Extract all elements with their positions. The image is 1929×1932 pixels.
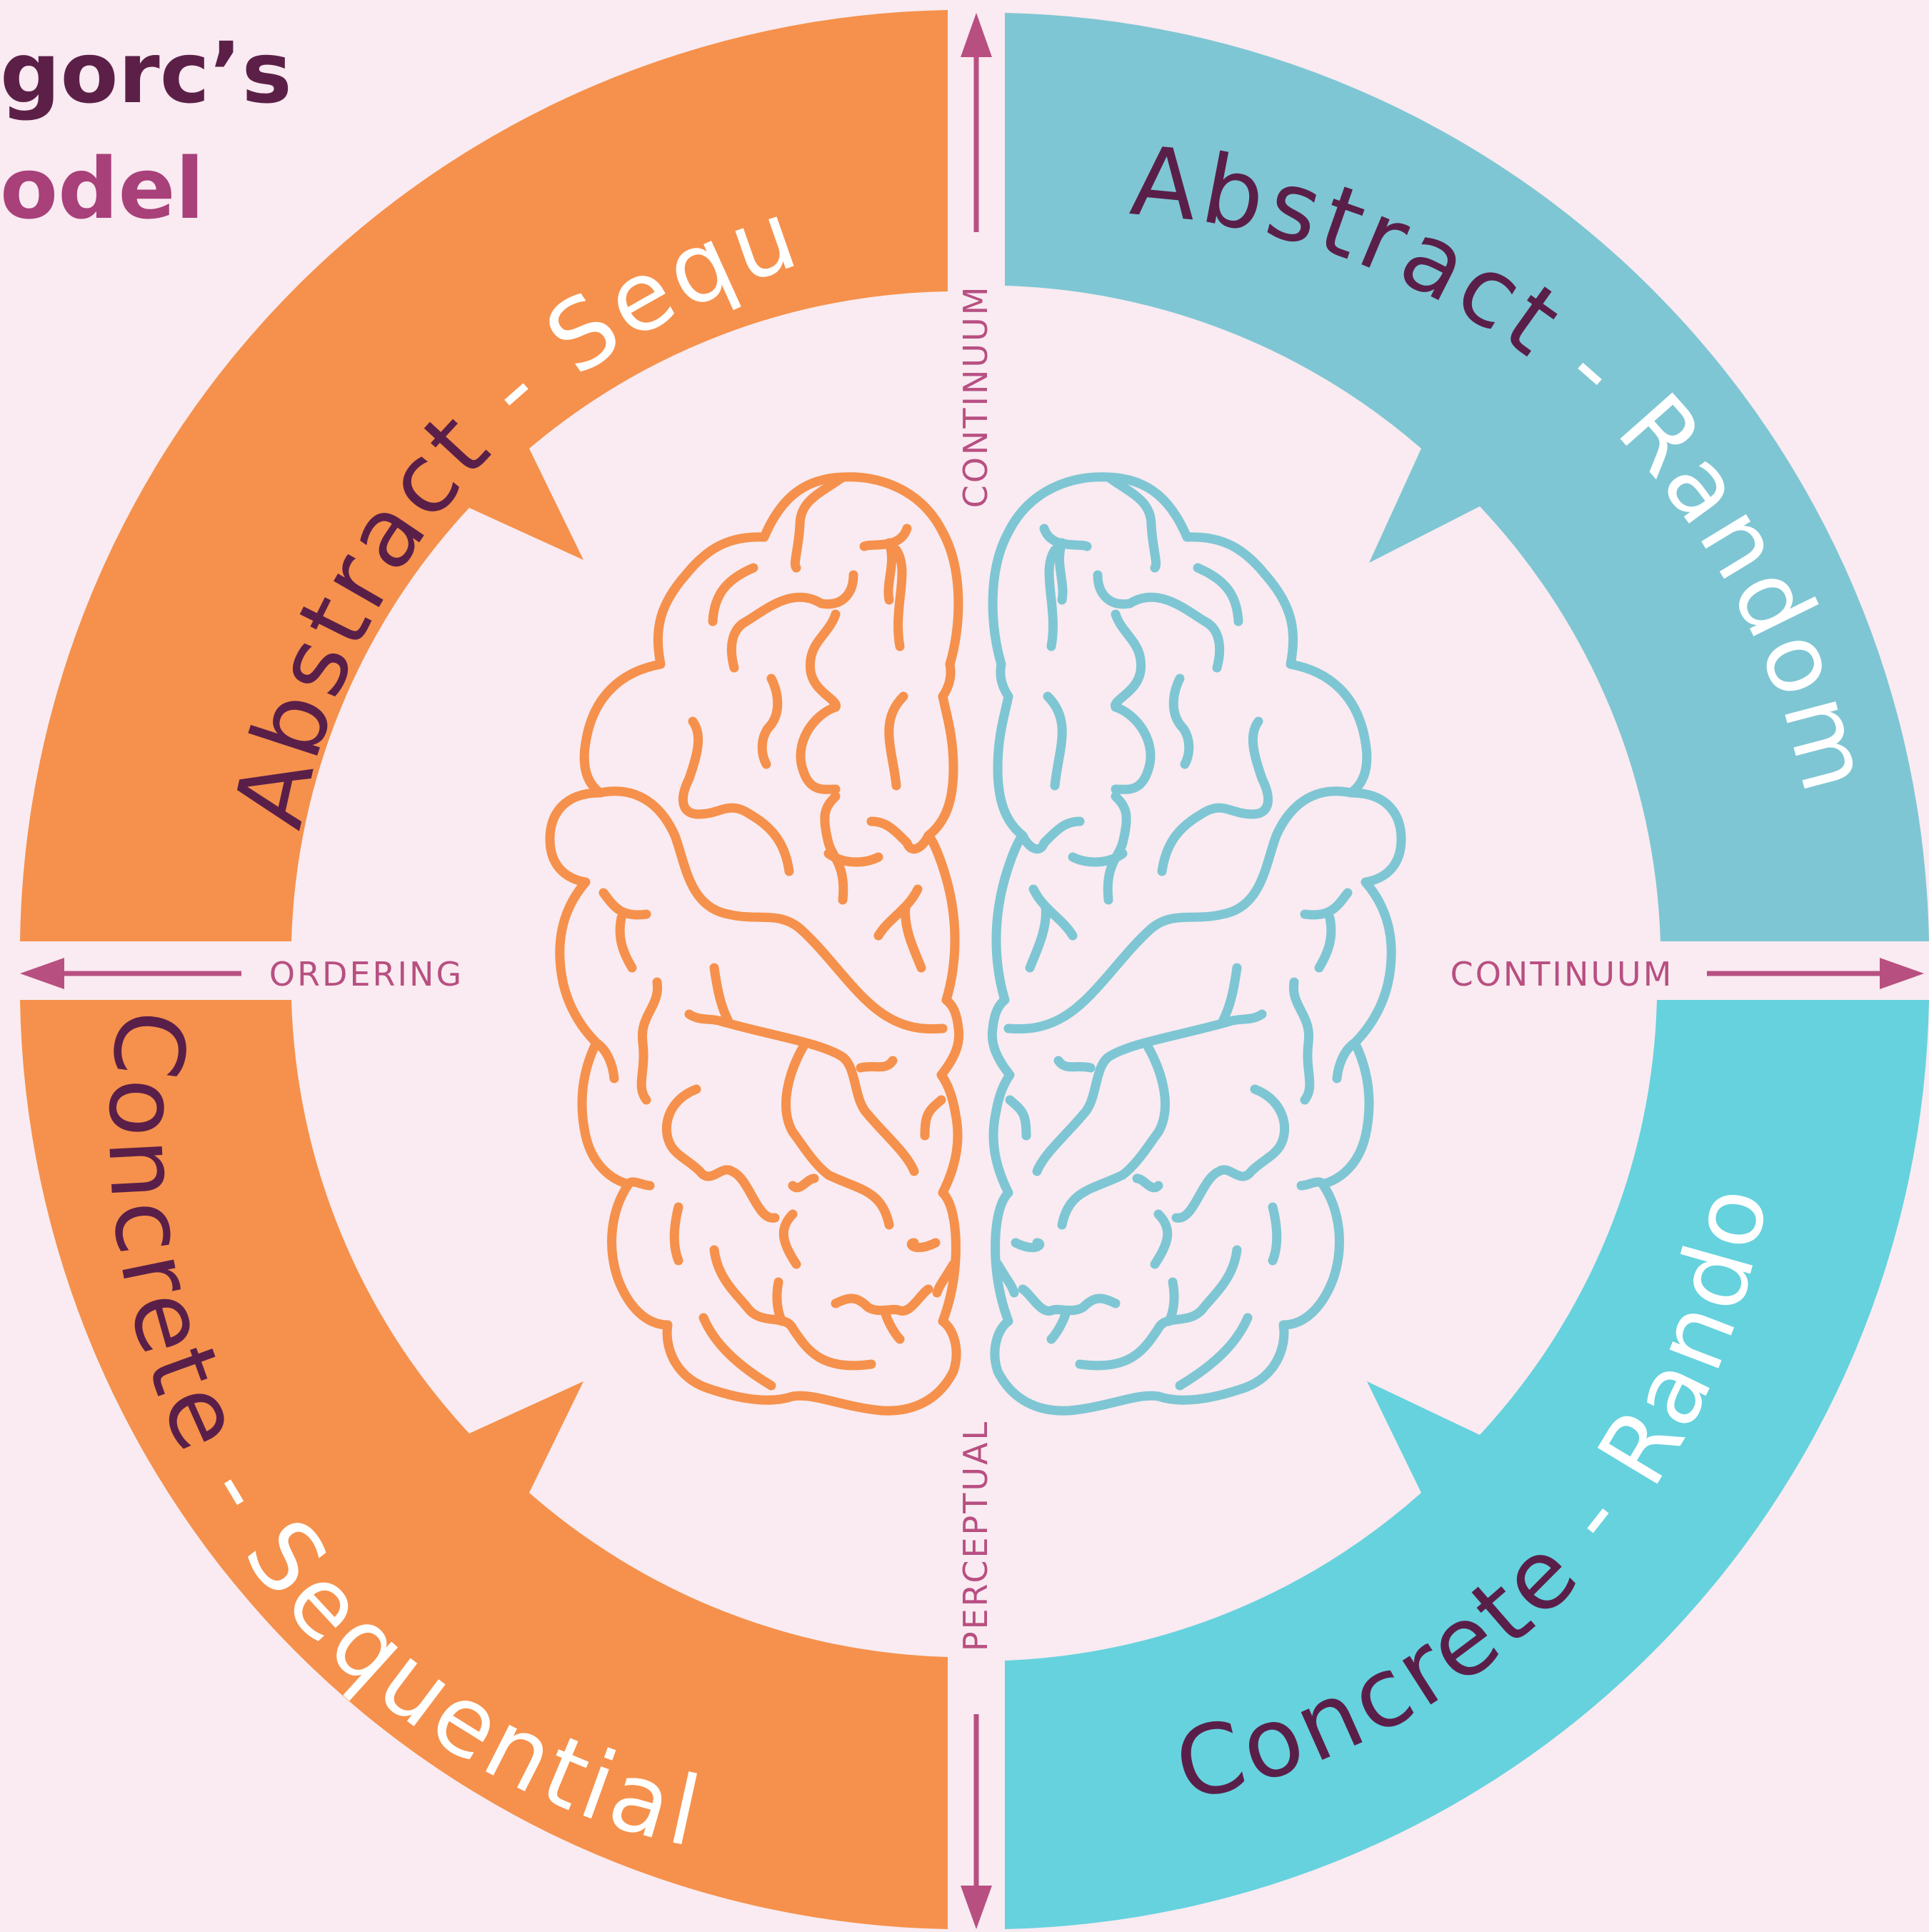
arrow-right-icon: [1880, 958, 1924, 989]
brain-left-fold-9: [884, 691, 908, 791]
brain-left-fold-27: [881, 1238, 941, 1344]
axis-label-left: ORDERING: [269, 955, 464, 993]
brain-right-fold-2: [1039, 524, 1092, 605]
brain-left-fold-11: [678, 716, 794, 876]
brain-left-fold-8: [796, 702, 841, 794]
brain-right-fold-19: [1171, 1084, 1290, 1223]
brain-right-fold-27: [1011, 1238, 1071, 1344]
brain-left-fold-21: [623, 1177, 683, 1266]
brain-right-fold-4: [1093, 570, 1225, 673]
brain-right-fold-29: [993, 1095, 1031, 1298]
brain-right-hemisphere: [987, 472, 1406, 1416]
brain-right-outline: [987, 472, 1406, 1416]
brain-left-fold-14: [598, 888, 651, 973]
brain-right-fold-11: [1157, 716, 1273, 876]
brain-left-fold-25: [772, 1277, 787, 1326]
brain-left-fold-4: [726, 570, 858, 673]
brain-left-fold-28: [698, 1313, 776, 1391]
brain-right-fold-1: [1103, 472, 1161, 573]
brain-right-fold-17: [1288, 977, 1315, 1105]
brain-right-fold-16: [1332, 1038, 1360, 1083]
brain-left-fold-6: [805, 609, 841, 712]
brain-right-fold-7: [1168, 674, 1194, 769]
brain-left-fold-1: [790, 472, 848, 573]
brain-right-fold-14: [1300, 888, 1353, 973]
horizontal-axis: [20, 958, 1924, 989]
brain-right-fold-24: [1075, 1245, 1242, 1371]
title-line-2: odel: [0, 139, 204, 238]
arrow-down-icon: [961, 1886, 992, 1929]
brain-right-fold-22: [1053, 1056, 1163, 1193]
brain-left-fold-17: [636, 977, 663, 1105]
brain-right-fold-28: [1175, 1313, 1253, 1391]
quadrant-abstract-random: [1005, 13, 1929, 941]
arrow-left-icon: [20, 958, 64, 989]
brain-left-fold-2: [859, 524, 912, 605]
brain-left-fold-7: [757, 674, 783, 769]
brain-left-fold-19: [661, 1084, 780, 1223]
brain-right-fold-23: [1150, 1209, 1173, 1269]
brain-right-fold-18: [1032, 963, 1267, 1176]
axis-label-right: CONTINUUM: [1450, 955, 1674, 993]
brain-left-fold-3: [891, 545, 907, 651]
quadrant-concrete-sequential: [20, 1000, 948, 1929]
brain-right-fold-21: [1268, 1177, 1328, 1266]
title-line-1: gorc’s: [0, 24, 292, 122]
brain-right-fold-5: [1193, 563, 1243, 626]
brain-right-fold-10: [1018, 816, 1085, 854]
arrow-up-icon: [961, 13, 992, 57]
brain-left-fold-12: [820, 791, 883, 905]
brain-left-fold-20: [781, 1041, 894, 1230]
axis-label-bottom: PERCEPTUAL: [956, 1420, 995, 1651]
brain-right-fold-26: [1018, 1284, 1121, 1316]
brain-left-fold-15: [873, 884, 926, 973]
axis-label-top: CONTINUUM: [956, 285, 995, 509]
brain-left-fold-24: [709, 1245, 876, 1371]
brain-icon: [545, 472, 1406, 1416]
brain-left-fold-29: [920, 1095, 958, 1298]
brain-left-fold-18: [684, 963, 919, 1176]
brain-right-fold-9: [1043, 691, 1067, 791]
brain-right-fold-8: [1111, 702, 1156, 794]
brain-left-fold-13: [595, 786, 948, 1034]
brain-right-fold-6: [1111, 609, 1146, 712]
brain-left-fold-10: [866, 816, 933, 854]
brain-left-fold-5: [708, 563, 758, 626]
brain-right-fold-12: [1068, 791, 1131, 905]
brain-right-fold-3: [1044, 545, 1060, 651]
brain-right-fold-13: [1003, 786, 1356, 1034]
brain-left-fold-22: [788, 1056, 898, 1193]
brain-left-hemisphere: [545, 472, 964, 1416]
brain-right-fold-20: [1057, 1041, 1170, 1230]
brain-left-fold-16: [591, 1038, 619, 1083]
brain-right-fold-25: [1164, 1277, 1179, 1326]
quadrant-concrete-random: [1005, 1000, 1929, 1929]
vertical-axis: [961, 13, 992, 1929]
quadrant-abstract-sequential: [20, 10, 948, 941]
brain-left-fold-26: [831, 1284, 933, 1316]
brain-left-outline: [545, 472, 964, 1416]
brain-right-fold-15: [1025, 884, 1078, 973]
brain-left-fold-23: [778, 1209, 801, 1269]
